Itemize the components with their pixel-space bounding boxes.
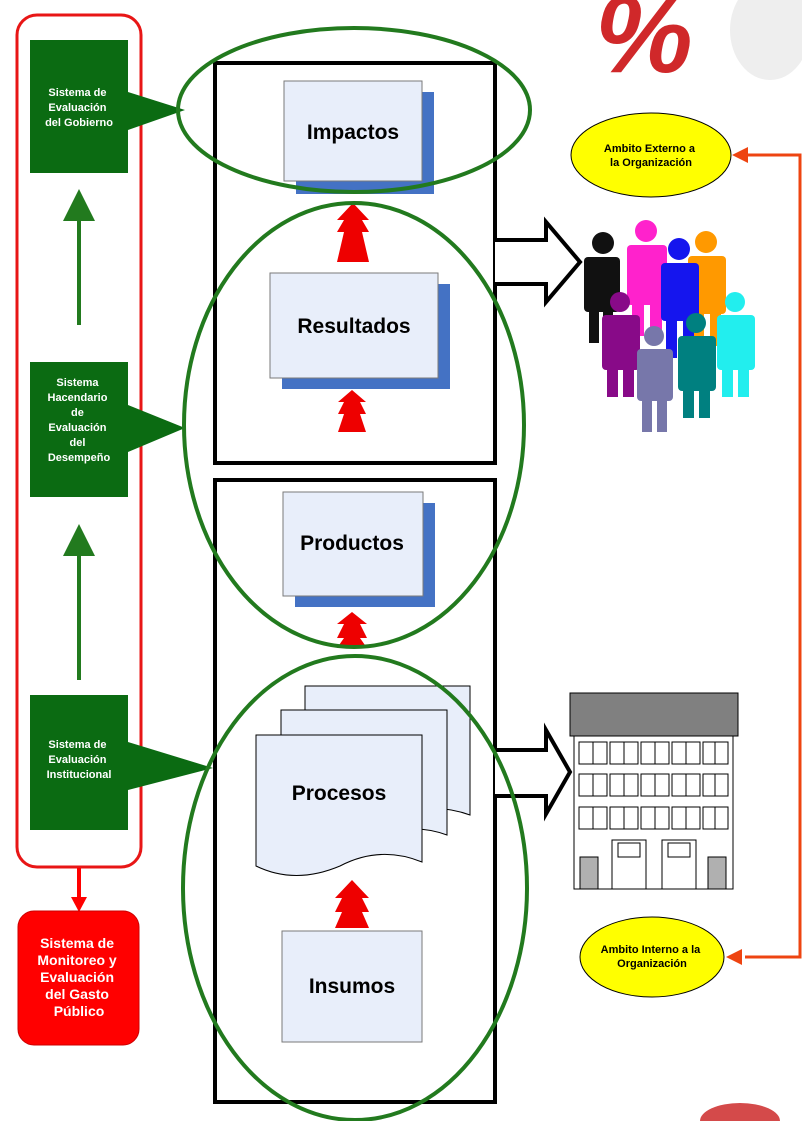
svg-text:Sistema de Evaluación: Sistema de Evaluación Institucional (47, 739, 112, 781)
svg-text:Sistema de Evaluación: Sistema de Evaluación del Gobierno (45, 87, 113, 129)
svg-text:Sistema Hacendario: Sistema Hacendario de Evaluación del Des… (48, 377, 111, 464)
ambito-interno-line-1: Ambito Interno a la (601, 944, 702, 956)
connector-wedge-gobierno (128, 92, 185, 130)
figure-decoration (730, 0, 802, 80)
bottom-right-decoration (700, 1103, 780, 1121)
connector-wedge-institucional (128, 742, 213, 790)
stage-procesos[interactable]: Procesos (255, 685, 471, 876)
system-monitoreo-line-3: Evaluación (40, 969, 114, 985)
people-group-icon (584, 220, 755, 432)
red-up-arrow-insumos-procesos (335, 880, 369, 928)
system-gobierno-line-2: Evaluación (48, 102, 106, 114)
stage-productos[interactable]: Productos (282, 491, 435, 607)
system-monitoreo-line-4: del Gasto (45, 986, 109, 1002)
system-desempeno-line-2: Hacendario (48, 392, 108, 404)
system-monitoreo-line-5: Público (54, 1003, 105, 1019)
ambito-interno-ellipse[interactable]: Ambito Interno a la Organización (579, 916, 725, 998)
external-hollow-arrow (495, 216, 583, 308)
red-down-arrow-head (71, 897, 87, 912)
stage-insumos[interactable]: Insumos (281, 930, 423, 1043)
internal-hollow-arrow (495, 722, 573, 822)
system-desempeno-line-6: Desempeño (48, 452, 111, 464)
ellipse-institucional (181, 654, 529, 1121)
stage-impactos[interactable]: Impactos (283, 80, 434, 194)
system-monitoreo-line-1: Sistema de (40, 935, 114, 951)
system-institucional-line-3: Institucional (47, 769, 112, 781)
ellipse-desempeno (182, 201, 526, 649)
svg-text:Ambito Interno a la Orga: Ambito Interno a la Organización (601, 944, 704, 970)
system-box-monitoreo[interactable]: Sistema de Monitoreo y Evaluación del Ga… (17, 910, 140, 1046)
system-gobierno-line-3: del Gobierno (45, 117, 113, 129)
ambito-externo-line-1: Ambito Externo a (604, 143, 696, 155)
system-desempeno-line-4: Evaluación (48, 422, 106, 434)
stage-impactos-label: Impactos (307, 121, 399, 144)
system-desempeno-line-5: del (70, 437, 86, 449)
system-box-institucional[interactable]: Sistema de Evaluación Institucional (30, 695, 128, 830)
system-institucional-line-1: Sistema de (48, 739, 106, 751)
connector-wedge-desempeno (128, 405, 185, 452)
ambito-externo-line-2: la Organización (610, 157, 692, 169)
red-up-arrow-resultados (338, 390, 366, 432)
system-desempeno-line-3: de (71, 407, 84, 419)
percent-symbol: % (595, 0, 693, 96)
ambito-interno-line-2: Organización (617, 958, 687, 970)
percent-decoration: % (595, 0, 802, 96)
red-up-arrow-resultados-impactos (337, 203, 369, 262)
svg-text:Sistema de Monitoreo y: Sistema de Monitoreo y Evaluación del Ga… (37, 935, 120, 1019)
system-institucional-line-2: Evaluación (48, 754, 106, 766)
orange-arrow-interno (726, 949, 742, 965)
orange-bracket-connector (745, 153, 802, 959)
stage-procesos-label: Procesos (292, 782, 387, 805)
ellipse-gobierno (176, 26, 532, 194)
stage-insumos-label: Insumos (309, 975, 395, 998)
ambito-externo-ellipse[interactable]: Ambito Externo a la Organización (570, 112, 732, 198)
building-icon (569, 692, 739, 890)
svg-text:Ambito Externo a la Orga: Ambito Externo a la Organización (604, 143, 698, 169)
stage-resultados[interactable]: Resultados (269, 272, 450, 389)
system-desempeno-line-1: Sistema (56, 377, 99, 389)
red-up-arrow-productos (337, 612, 367, 648)
stage-resultados-label: Resultados (297, 315, 410, 338)
stage-productos-label: Productos (300, 532, 404, 555)
system-monitoreo-line-2: Monitoreo y (37, 952, 117, 968)
system-gobierno-line-1: Sistema de (48, 87, 106, 99)
system-box-desempeno[interactable]: Sistema Hacendario de Evaluación del Des… (30, 362, 128, 497)
orange-arrow-externo (732, 147, 748, 163)
system-box-gobierno[interactable]: Sistema de Evaluación del Gobierno (30, 40, 128, 173)
